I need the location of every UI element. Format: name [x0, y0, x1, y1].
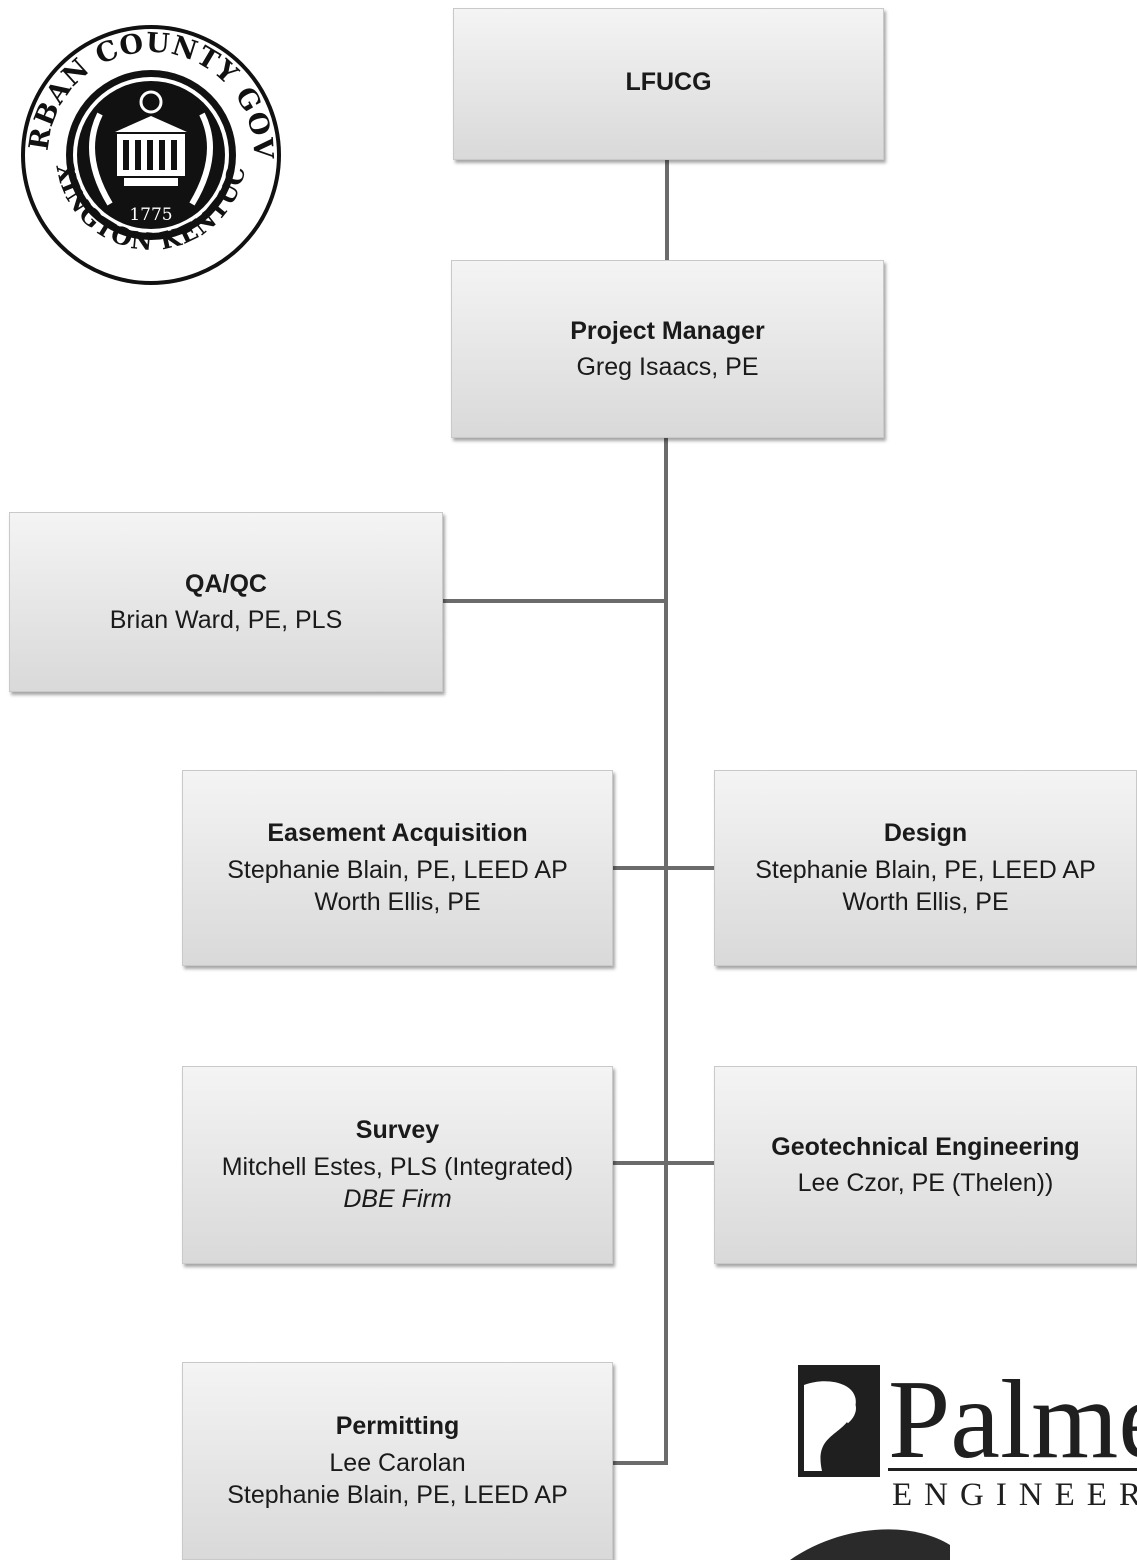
org-box-name: Lee Carolan — [329, 1448, 466, 1477]
connector-lfucg-pm — [665, 160, 669, 260]
org-box-geotechnical-engineering: Geotechnical Engineering Lee Czor, PE (T… — [714, 1066, 1137, 1264]
org-box-lfucg: LFUCG — [453, 8, 884, 160]
connector-geotech — [666, 1161, 714, 1165]
org-box-name: Stephanie Blain, PE, LEED AP — [755, 855, 1096, 884]
connector-survey — [613, 1161, 666, 1165]
org-box-design: Design Stephanie Blain, PE, LEED AP Wort… — [714, 770, 1137, 966]
org-box-name: Worth Ellis, PE — [842, 888, 1009, 917]
connector-easement — [613, 866, 666, 870]
org-box-name: Stephanie Blain, PE, LEED AP — [227, 1481, 568, 1510]
org-box-project-manager: Project Manager Greg Isaacs, PE — [451, 260, 884, 438]
seal-year: 1775 — [129, 205, 172, 225]
org-box-title: Permitting — [335, 1412, 460, 1441]
connector-main-trunk — [664, 438, 668, 1465]
org-box-name: Mitchell Estes, PLS (Integrated) — [221, 1152, 574, 1181]
connector-design — [666, 866, 714, 870]
org-box-title: Easement Acquisition — [267, 819, 528, 848]
org-box-name: Lee Czor, PE (Thelen)) — [797, 1169, 1054, 1197]
org-box-qaqc: QA/QC Brian Ward, PE, PLS — [9, 512, 443, 692]
org-box-note: DBE Firm — [343, 1185, 452, 1214]
org-box-title: Geotechnical Engineering — [771, 1132, 1080, 1161]
org-box-title: Design — [883, 819, 968, 848]
logo-wordmark: Palme — [888, 1358, 1137, 1482]
org-box-easement-acquisition: Easement Acquisition Stephanie Blain, PE… — [182, 770, 613, 966]
org-box-name: Worth Ellis, PE — [314, 888, 481, 917]
logo-tagline: ENGINEER — [892, 1477, 1137, 1513]
org-box-permitting: Permitting Lee Carolan Stephanie Blain, … — [182, 1362, 613, 1560]
org-box-title: LFUCG — [625, 67, 712, 96]
lfucg-seal-logo: FAYETTE URBAN COUNTY GOVERNMENT LEXINGTO… — [20, 24, 281, 285]
org-box-name: Brian Ward, PE, PLS — [109, 606, 343, 634]
palmer-engineering-logo: Palme ENGINEER — [760, 1345, 1137, 1560]
connector-permitting — [613, 1461, 668, 1465]
org-box-name: Stephanie Blain, PE, LEED AP — [227, 855, 568, 884]
connector-qaqc — [443, 599, 666, 603]
org-box-name: Greg Isaacs, PE — [576, 353, 759, 381]
org-box-title: Survey — [355, 1116, 440, 1145]
org-box-survey: Survey Mitchell Estes, PLS (Integrated) … — [182, 1066, 613, 1264]
org-box-title: Project Manager — [570, 316, 765, 345]
org-box-title: QA/QC — [185, 569, 267, 598]
